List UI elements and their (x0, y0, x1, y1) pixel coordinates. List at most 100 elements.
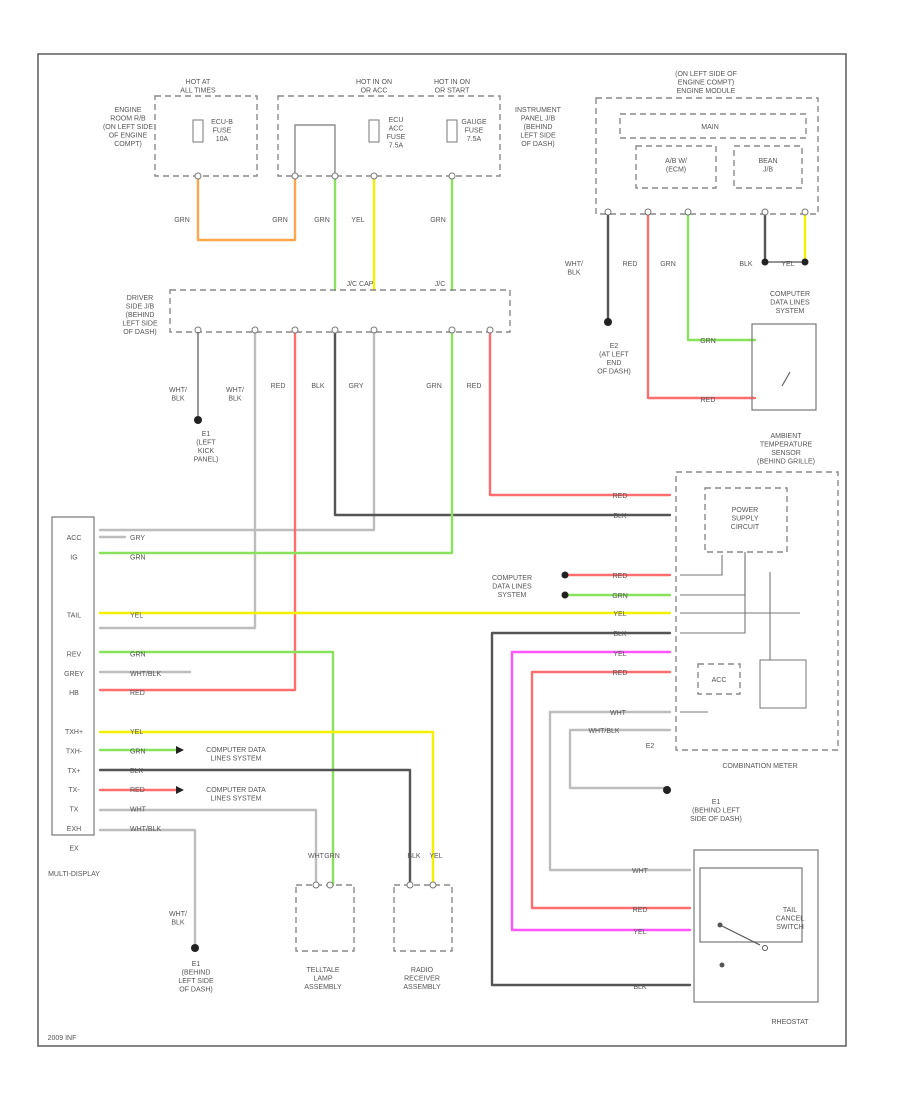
pin (448, 172, 456, 180)
wire-code: WHT/BLK (588, 728, 619, 735)
wire-code: GRN (324, 853, 340, 860)
rheostat-inner-box (699, 867, 803, 943)
multi-display-pin-label: GREY (64, 671, 84, 678)
diagram-frame (37, 53, 847, 1047)
label-relay-ab: A/B W/(ECM) (665, 158, 687, 174)
wire-code: RED (271, 383, 286, 390)
instrument-panel-jb-box (277, 95, 501, 177)
wire-code: GRN (700, 338, 716, 345)
ground-e2 (604, 318, 612, 326)
wires (98, 176, 807, 987)
wire-red-j22 (98, 330, 297, 692)
wire-code: WHT/BLK (226, 387, 244, 403)
pin (370, 326, 378, 334)
pin (761, 208, 769, 216)
multi-display-pin-label: TX- (68, 787, 80, 794)
pin (326, 881, 334, 889)
wire-code: GRN (174, 217, 190, 224)
pin (370, 172, 378, 180)
wire-code: GRY (348, 383, 363, 390)
pin (331, 326, 339, 334)
pin (684, 208, 692, 216)
fuse-ecuacc (368, 119, 380, 143)
pin (801, 208, 809, 216)
splice-bean-yel (801, 258, 809, 266)
multi-display-wire-code: WHT/BLK (130, 671, 161, 678)
power-supply-box (704, 487, 788, 553)
fuse-gauge (446, 119, 458, 143)
wire-black-rheostat (490, 631, 692, 987)
label-footer-code: 2009 INF (48, 1035, 77, 1042)
multi-display-wire-code: BLK (130, 768, 144, 775)
ground-points (176, 258, 809, 952)
multi-display-pin-label: ACC (67, 535, 82, 542)
pin (194, 172, 202, 180)
wire-code: YEL (781, 261, 794, 268)
arrow-cdl2 (176, 786, 184, 794)
wire-code: GRN (314, 217, 330, 224)
multi-display-pin-label: EXH (67, 826, 81, 833)
pin (406, 881, 414, 889)
multi-display-pin-label: EX (69, 845, 79, 852)
multi-display-wire-code: WHT (130, 807, 147, 814)
wire-code: YEL (351, 217, 364, 224)
wire-code: WHT/BLK (565, 261, 583, 277)
wire-gray-j21 (98, 330, 257, 630)
wire-code: GRN (430, 217, 446, 224)
wire-code: RED (613, 670, 628, 677)
wire-code: RED (613, 493, 628, 500)
bean-relay-box (733, 145, 803, 189)
ground-e1-bottom (191, 944, 199, 952)
connector-pins (194, 172, 809, 889)
multi-display-pin-label: TXH- (66, 748, 83, 755)
multi-display-pin-label: REV (67, 651, 82, 658)
multi-display-wire-code: YEL (130, 613, 143, 620)
wire-gray-ground (98, 828, 197, 947)
multi-display-pin-label: TXH+ (65, 729, 83, 736)
pin (644, 208, 652, 216)
pin (429, 881, 437, 889)
multi-display-pin-label: IG (70, 554, 77, 561)
wire-code: RED (701, 397, 716, 404)
wire-red-meter (488, 330, 672, 497)
wire-code: WHT (308, 853, 325, 860)
wire-code: BLK (311, 383, 325, 390)
wire-code: BLK (613, 513, 627, 520)
pin (312, 881, 320, 889)
wire-orange-ecub (196, 176, 297, 242)
multi-display-wire-code: WHT/BLK (130, 826, 161, 833)
wire-red-ab (646, 210, 757, 400)
pin (448, 326, 456, 334)
label-combo-meter: COMBINATION METER (722, 763, 797, 770)
combination-meter-box (675, 471, 839, 751)
telltale-box (295, 884, 355, 952)
wire-green-telltale (98, 650, 335, 887)
wire-yellow-radio (98, 730, 435, 887)
wire-code: WHT/BLK (169, 911, 187, 927)
pin (604, 208, 612, 216)
wire-black-radio (98, 768, 412, 887)
multi-display-pin-label: TX+ (67, 768, 80, 775)
label-acc: ACC (712, 677, 727, 684)
engine-module-box (595, 97, 819, 215)
meter-internal-lines (680, 371, 807, 713)
acc-box (697, 663, 741, 695)
wire-code: RED (633, 907, 648, 914)
pin (331, 172, 339, 180)
ground-e1-dash (663, 786, 671, 794)
